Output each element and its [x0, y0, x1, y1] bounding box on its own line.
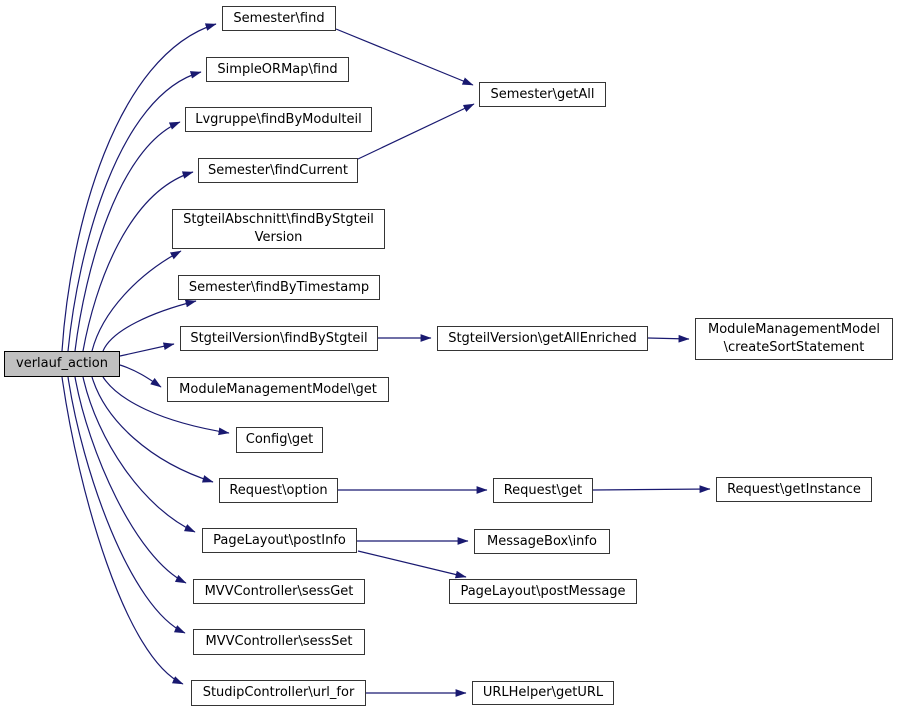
node-semester-getall[interactable]: Semester\getAll: [479, 82, 606, 107]
node-simpleormap-find[interactable]: SimpleORMap\find: [206, 57, 349, 82]
node-modulemanagementmodel-get[interactable]: ModuleManagementModel\get: [167, 377, 389, 402]
node-studipcontroller-url-for[interactable]: StudipController\url_for: [191, 680, 366, 706]
edge-verlauf_action-request_option: [91, 376, 214, 483]
node-config-get[interactable]: Config\get: [236, 427, 323, 453]
edge-verlauf_action-pagelayout_postInfo: [82, 376, 196, 533]
node-urlhelper-geturl[interactable]: URLHelper\getURL: [472, 681, 614, 705]
node-stgteilabschnitt-findbystgteilversion[interactable]: StgteilAbschnitt\findByStgteil Version: [172, 209, 385, 249]
node-verlauf-action[interactable]: verlauf_action: [4, 351, 120, 377]
edge-stgteilversion_getAllEnriched-modulemanagementmodel_createSortStatement: [647, 334, 690, 343]
edge-pagelayout_postInfo-pagelayout_postMessage: [357, 550, 467, 579]
node-pagelayout-postinfo[interactable]: PageLayout\postInfo: [202, 528, 357, 553]
edge-verlauf_action-stgteilabschnitt_findByStgteilVersion: [91, 250, 182, 352]
edge-semester_find-semester_getAll: [335, 28, 474, 86]
edge-verlauf_action-stgteilversion_findByStgteil: [119, 342, 175, 357]
node-mvvcontroller-sessset[interactable]: MVVController\sessSet: [193, 629, 365, 655]
node-semester-findbytimestamp[interactable]: Semester\findByTimestamp: [178, 275, 380, 300]
node-stgteilversion-getallenriched[interactable]: StgteilVersion\getAllEnriched: [437, 326, 648, 351]
edge-verlauf_action-mvvcontroller_sessGet: [74, 376, 187, 584]
node-lvgruppe-findbymodulteil[interactable]: Lvgruppe\findByModulteil: [185, 107, 372, 132]
edge-verlauf_action-modulemanagementmodel_get: [119, 364, 162, 388]
edge-verlauf_action-mvvcontroller_sessSet: [67, 376, 186, 634]
node-semester-findcurrent[interactable]: Semester\findCurrent: [198, 158, 358, 183]
node-request-getinstance[interactable]: Request\getInstance: [716, 477, 872, 502]
edge-verlauf_action-config_get: [102, 376, 230, 436]
edge-verlauf_action-semester_findCurrent: [82, 171, 194, 352]
node-pagelayout-postmessage[interactable]: PageLayout\postMessage: [449, 579, 637, 604]
node-mvvcontroller-sessget[interactable]: MVVController\sessGet: [193, 579, 365, 604]
node-stgteilversion-findbystgteil[interactable]: StgteilVersion\findByStgteil: [180, 326, 378, 351]
node-request-option[interactable]: Request\option: [219, 478, 338, 503]
node-semester-find[interactable]: Semester\find: [222, 6, 336, 31]
edge-verlauf_action-simpleormap_find: [67, 71, 202, 352]
node-request-get[interactable]: Request\get: [493, 478, 593, 503]
edge-request_get-request_getInstance: [592, 485, 711, 493]
node-messagebox-info[interactable]: MessageBox\info: [474, 529, 610, 554]
node-modulemanagementmodel-createsortstatement[interactable]: ModuleManagementModel \createSortStateme…: [695, 318, 893, 360]
edge-verlauf_action-lvgruppe_findByModulteil: [74, 121, 181, 352]
edge-verlauf_action-semester_find: [61, 23, 217, 352]
edge-verlauf_action-studipcontroller_url_for: [61, 376, 184, 685]
edge-verlauf_action-semester_findByTimestamp: [102, 299, 197, 352]
edge-semester_findCurrent-semester_getAll: [357, 103, 475, 160]
